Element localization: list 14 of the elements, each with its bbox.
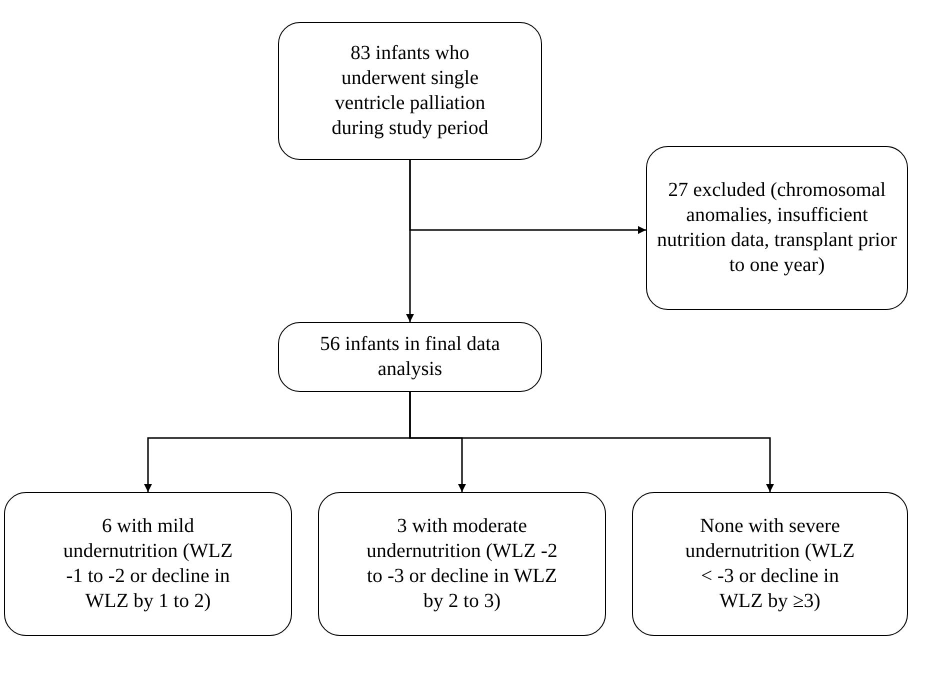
process-box (646, 146, 908, 310)
process-box (278, 22, 542, 160)
arrow (409, 392, 774, 492)
box-text: 3 with moderate undernutrition (WLZ -2 to -3 or decline in WLZ by 2 to 3) (365, 514, 559, 614)
process-box (632, 492, 908, 636)
box-text: 6 with mild undernutrition (WLZ -1 to -2 or decline in WLZ by 1 to 2) (62, 514, 234, 614)
process-box (278, 322, 542, 392)
box-text: 27 excluded (chromosomal anomalies, insufficient nutrition data, transplant prior to one year) (657, 178, 897, 278)
process-box (4, 492, 292, 636)
box-text: 56 infants in final data analysis (319, 332, 501, 382)
box-text: None with severe undernutrition (WLZ < -3 or decline in WLZ by ≥3) (684, 514, 856, 614)
process-box (318, 492, 606, 636)
arrow (409, 160, 646, 234)
box-text: 83 infants who underwent single ventricle palliation during study period (330, 41, 490, 141)
